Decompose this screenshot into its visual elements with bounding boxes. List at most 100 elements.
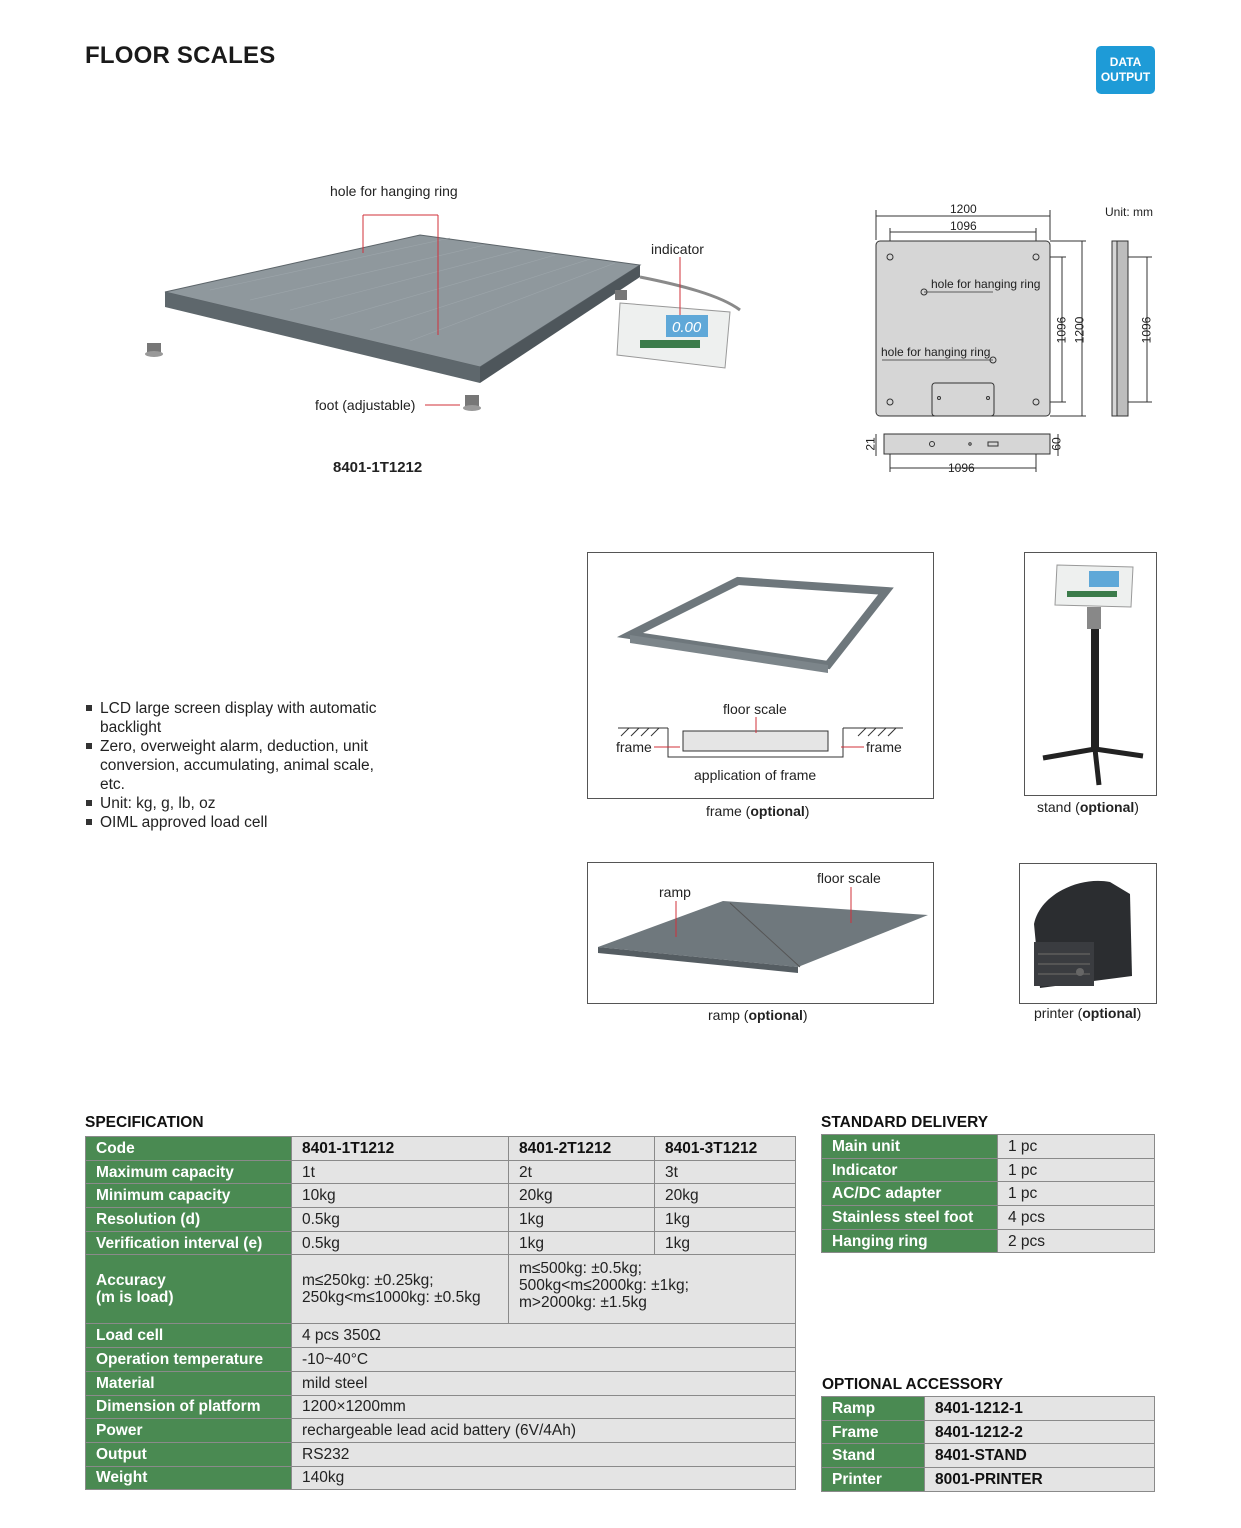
table-cell: 2t bbox=[508, 1159, 655, 1185]
table-cell: 0.5kg bbox=[291, 1230, 509, 1256]
table-cell: 10kg bbox=[291, 1183, 509, 1209]
row-label: Resolution (d) bbox=[85, 1207, 292, 1232]
table-row: Maximum capacity 1t 2t 3t bbox=[85, 1159, 796, 1185]
printer-image-box bbox=[1019, 863, 1157, 1004]
accuracy-text: m≤500kg: ±0.5kg; bbox=[519, 1260, 642, 1278]
row-label: Weight bbox=[85, 1465, 292, 1491]
table-row: Resolution (d) 0.5kg 1kg 1kg bbox=[85, 1207, 796, 1232]
technical-drawing bbox=[875, 210, 1152, 472]
hole-label: hole for hanging ring bbox=[330, 183, 458, 199]
table-cell: 1 pc bbox=[997, 1157, 1155, 1183]
table-row: Minimum capacity 10kg 20kg 20kg bbox=[85, 1183, 796, 1209]
specification-table: Code 8401-1T1212 8401-2T1212 8401-3T1212… bbox=[85, 1136, 796, 1491]
table-cell: 1 pc bbox=[997, 1134, 1155, 1159]
table-cell: 20kg bbox=[508, 1183, 655, 1209]
frame-caption: frame (optional) bbox=[706, 803, 810, 819]
feature-item: OIML approved load cell bbox=[85, 813, 385, 832]
frame-floor-scale-label: floor scale bbox=[723, 701, 787, 717]
table-cell: 1200×1200mm bbox=[291, 1394, 796, 1420]
dim-60: 60 bbox=[1049, 437, 1064, 451]
row-label: Code bbox=[85, 1136, 292, 1161]
hole-label-lower: hole for hanging ring bbox=[881, 345, 991, 359]
frame-application-label: application of frame bbox=[694, 767, 817, 783]
row-label: Hanging ring bbox=[821, 1228, 998, 1254]
table-cell: 8401-3T1212 bbox=[654, 1136, 796, 1161]
table-cell: 4 pcs bbox=[997, 1205, 1155, 1230]
row-label: Printer bbox=[821, 1467, 925, 1492]
table-row: Material mild steel bbox=[85, 1370, 796, 1396]
table-cell: -10~40°C bbox=[291, 1347, 796, 1372]
table-cell: 4 pcs 350Ω bbox=[291, 1323, 796, 1349]
ramp-caption: ramp (optional) bbox=[708, 1007, 808, 1023]
svg-text:0.00: 0.00 bbox=[672, 319, 702, 336]
table-row: Power rechargeable lead acid battery (6V… bbox=[85, 1418, 796, 1443]
row-label: Minimum capacity bbox=[85, 1183, 292, 1209]
accuracy-text: 250kg<m≤1000kg: ±0.5kg bbox=[302, 1289, 481, 1307]
row-label: Frame bbox=[821, 1419, 925, 1445]
data-output-badge: DATA OUTPUT bbox=[1096, 46, 1155, 94]
table-row: Verification interval (e) 0.5kg 1kg 1kg bbox=[85, 1230, 796, 1256]
page-title: FLOOR SCALES bbox=[85, 42, 276, 69]
table-cell: 8401-2T1212 bbox=[508, 1136, 655, 1161]
row-label: Accuracy (m is load) bbox=[85, 1254, 292, 1325]
table-cell: 2 pcs bbox=[997, 1228, 1155, 1254]
printer-illustration bbox=[1034, 880, 1132, 988]
table-row: Output RS232 bbox=[85, 1441, 796, 1467]
hole-label-upper: hole for hanging ring bbox=[931, 277, 1041, 291]
row-label: Maximum capacity bbox=[85, 1159, 292, 1185]
row-label: Main unit bbox=[821, 1134, 998, 1159]
table-row: Operation temperature -10~40°C bbox=[85, 1347, 796, 1372]
foot-label: foot (adjustable) bbox=[315, 397, 416, 413]
dim-1096-side: 1096 bbox=[1139, 316, 1154, 344]
table-cell: 8401-1T1212 bbox=[291, 1136, 509, 1161]
dim-1200-top: 1200 bbox=[950, 202, 977, 216]
frame-right-label: frame bbox=[866, 739, 902, 755]
standard-delivery-heading: STANDARD DELIVERY bbox=[821, 1114, 989, 1131]
table-cell: m≤500kg: ±0.5kg; 500kg<m≤2000kg: ±1kg; m… bbox=[508, 1254, 796, 1325]
feature-list: LCD large screen display with automatic … bbox=[85, 699, 385, 832]
table-cell: rechargeable lead acid battery (6V/4Ah) bbox=[291, 1418, 796, 1443]
unit-label: Unit: mm bbox=[1105, 205, 1153, 219]
table-cell: 1t bbox=[291, 1159, 509, 1185]
table-cell: m≤250kg: ±0.25kg; 250kg<m≤1000kg: ±0.5kg bbox=[291, 1254, 509, 1325]
table-cell: 0.5kg bbox=[291, 1207, 509, 1232]
row-label: Material bbox=[85, 1370, 292, 1396]
feature-item: LCD large screen display with automatic … bbox=[85, 699, 385, 737]
feature-item: Unit: kg, g, lb, oz bbox=[85, 794, 385, 813]
table-cell: 8401-1212-1 bbox=[924, 1396, 1155, 1421]
row-label: Load cell bbox=[85, 1323, 292, 1349]
accuracy-label-1: Accuracy bbox=[96, 1272, 166, 1290]
accuracy-text: m>2000kg: ±1.5kg bbox=[519, 1294, 647, 1312]
ramp-label: ramp bbox=[659, 884, 691, 900]
row-label: Stainless steel foot bbox=[821, 1205, 998, 1230]
table-cell: mild steel bbox=[291, 1370, 796, 1396]
floor-scale-illustration: 0.00 bbox=[145, 214, 741, 411]
frame-illustration bbox=[616, 576, 903, 758]
stand-image-box bbox=[1024, 552, 1157, 796]
table-cell: 8001-PRINTER bbox=[924, 1467, 1155, 1492]
table-row: Load cell 4 pcs 350Ω bbox=[85, 1323, 796, 1349]
table-cell: 8401-STAND bbox=[924, 1443, 1155, 1469]
table-cell: 1kg bbox=[508, 1207, 655, 1232]
row-label: Verification interval (e) bbox=[85, 1230, 292, 1256]
badge-line-1: DATA bbox=[1109, 55, 1142, 69]
row-label: Stand bbox=[821, 1443, 925, 1469]
dim-1096-top: 1096 bbox=[950, 219, 977, 233]
indicator-label: indicator bbox=[651, 241, 704, 257]
accuracy-text: 500kg<m≤2000kg: ±1kg; bbox=[519, 1277, 689, 1295]
row-label: Ramp bbox=[821, 1396, 925, 1421]
table-cell: 1kg bbox=[654, 1230, 796, 1256]
row-label: AC/DC adapter bbox=[821, 1181, 998, 1207]
table-cell: RS232 bbox=[291, 1441, 796, 1467]
frame-left-label: frame bbox=[616, 739, 652, 755]
table-cell: 1kg bbox=[654, 1207, 796, 1232]
table-cell: 1 pc bbox=[997, 1181, 1155, 1207]
